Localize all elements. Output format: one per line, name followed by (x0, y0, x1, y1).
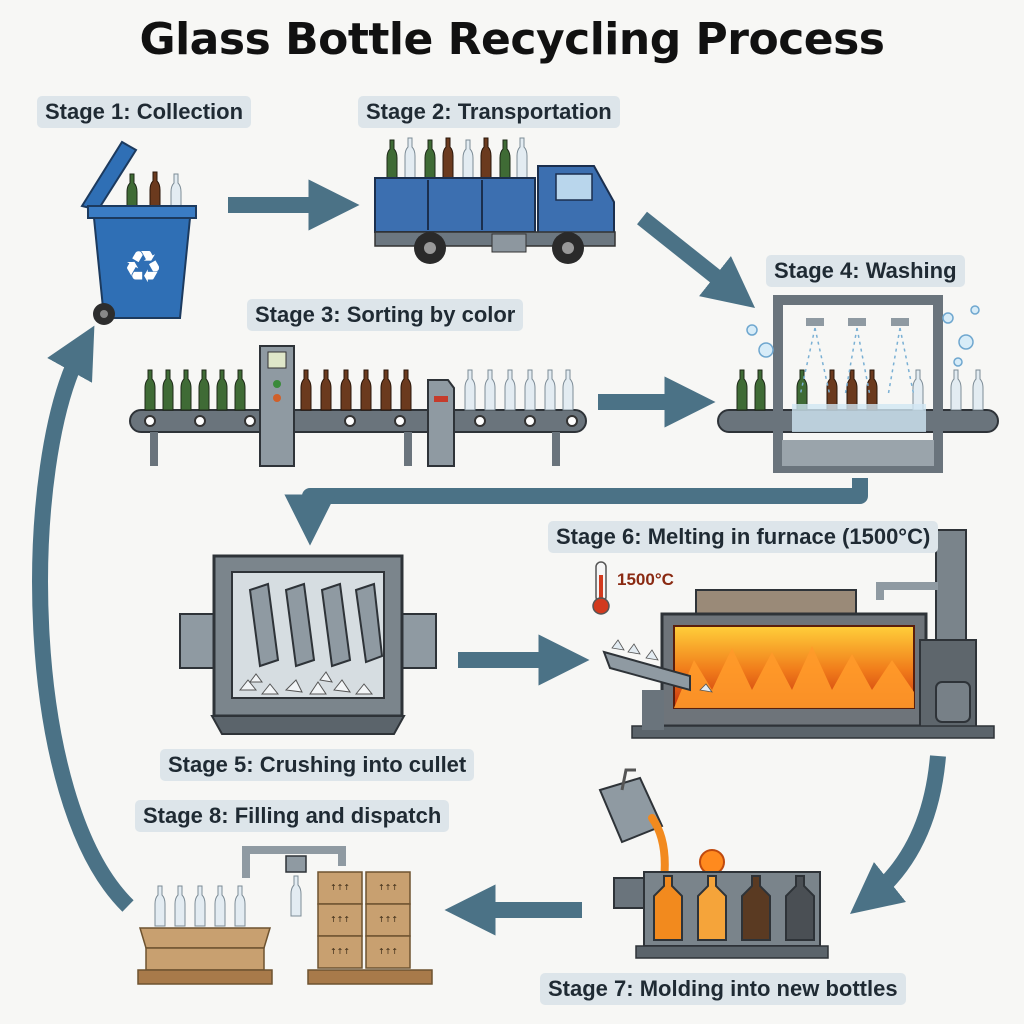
furnace-temperature: 1500°C (617, 570, 674, 589)
thermometer-icon (592, 561, 610, 615)
mold-icon (598, 768, 829, 959)
washer-icon (717, 295, 999, 473)
stage-3-label: Stage 3: Sorting by color (247, 299, 524, 331)
recycle-bin-icon: ♻ (80, 140, 197, 325)
stage-6-label: Stage 6: Melting in furnace (1500°C) (548, 521, 939, 553)
stage-4-label: Stage 4: Washing (766, 255, 965, 287)
arrow-2-to-4 (637, 211, 756, 308)
crusher-icon (179, 554, 437, 735)
arrow-8-to-1 (32, 325, 134, 912)
stage-2-label: Stage 2: Transportation (358, 96, 620, 128)
flow-arrows (32, 179, 946, 936)
furnace-icon (602, 529, 995, 739)
arrow-6-to-7 (850, 755, 946, 915)
stage-1-label: Stage 1: Collection (37, 96, 252, 128)
truck-icon (374, 137, 616, 264)
stage-7-label: Stage 7: Molding into new bottles (540, 973, 906, 1005)
sorting-conveyor-icon (129, 345, 587, 467)
stage-8-label: Stage 8: Filling and dispatch (135, 800, 450, 832)
svg-text:♻: ♻ (123, 242, 162, 293)
stage-5-label: Stage 5: Crushing into cullet (160, 749, 475, 781)
pallet-icon (137, 846, 433, 985)
page-title: Glass Bottle Recycling Process (139, 14, 885, 65)
arrow-4-to-5 (284, 478, 868, 546)
